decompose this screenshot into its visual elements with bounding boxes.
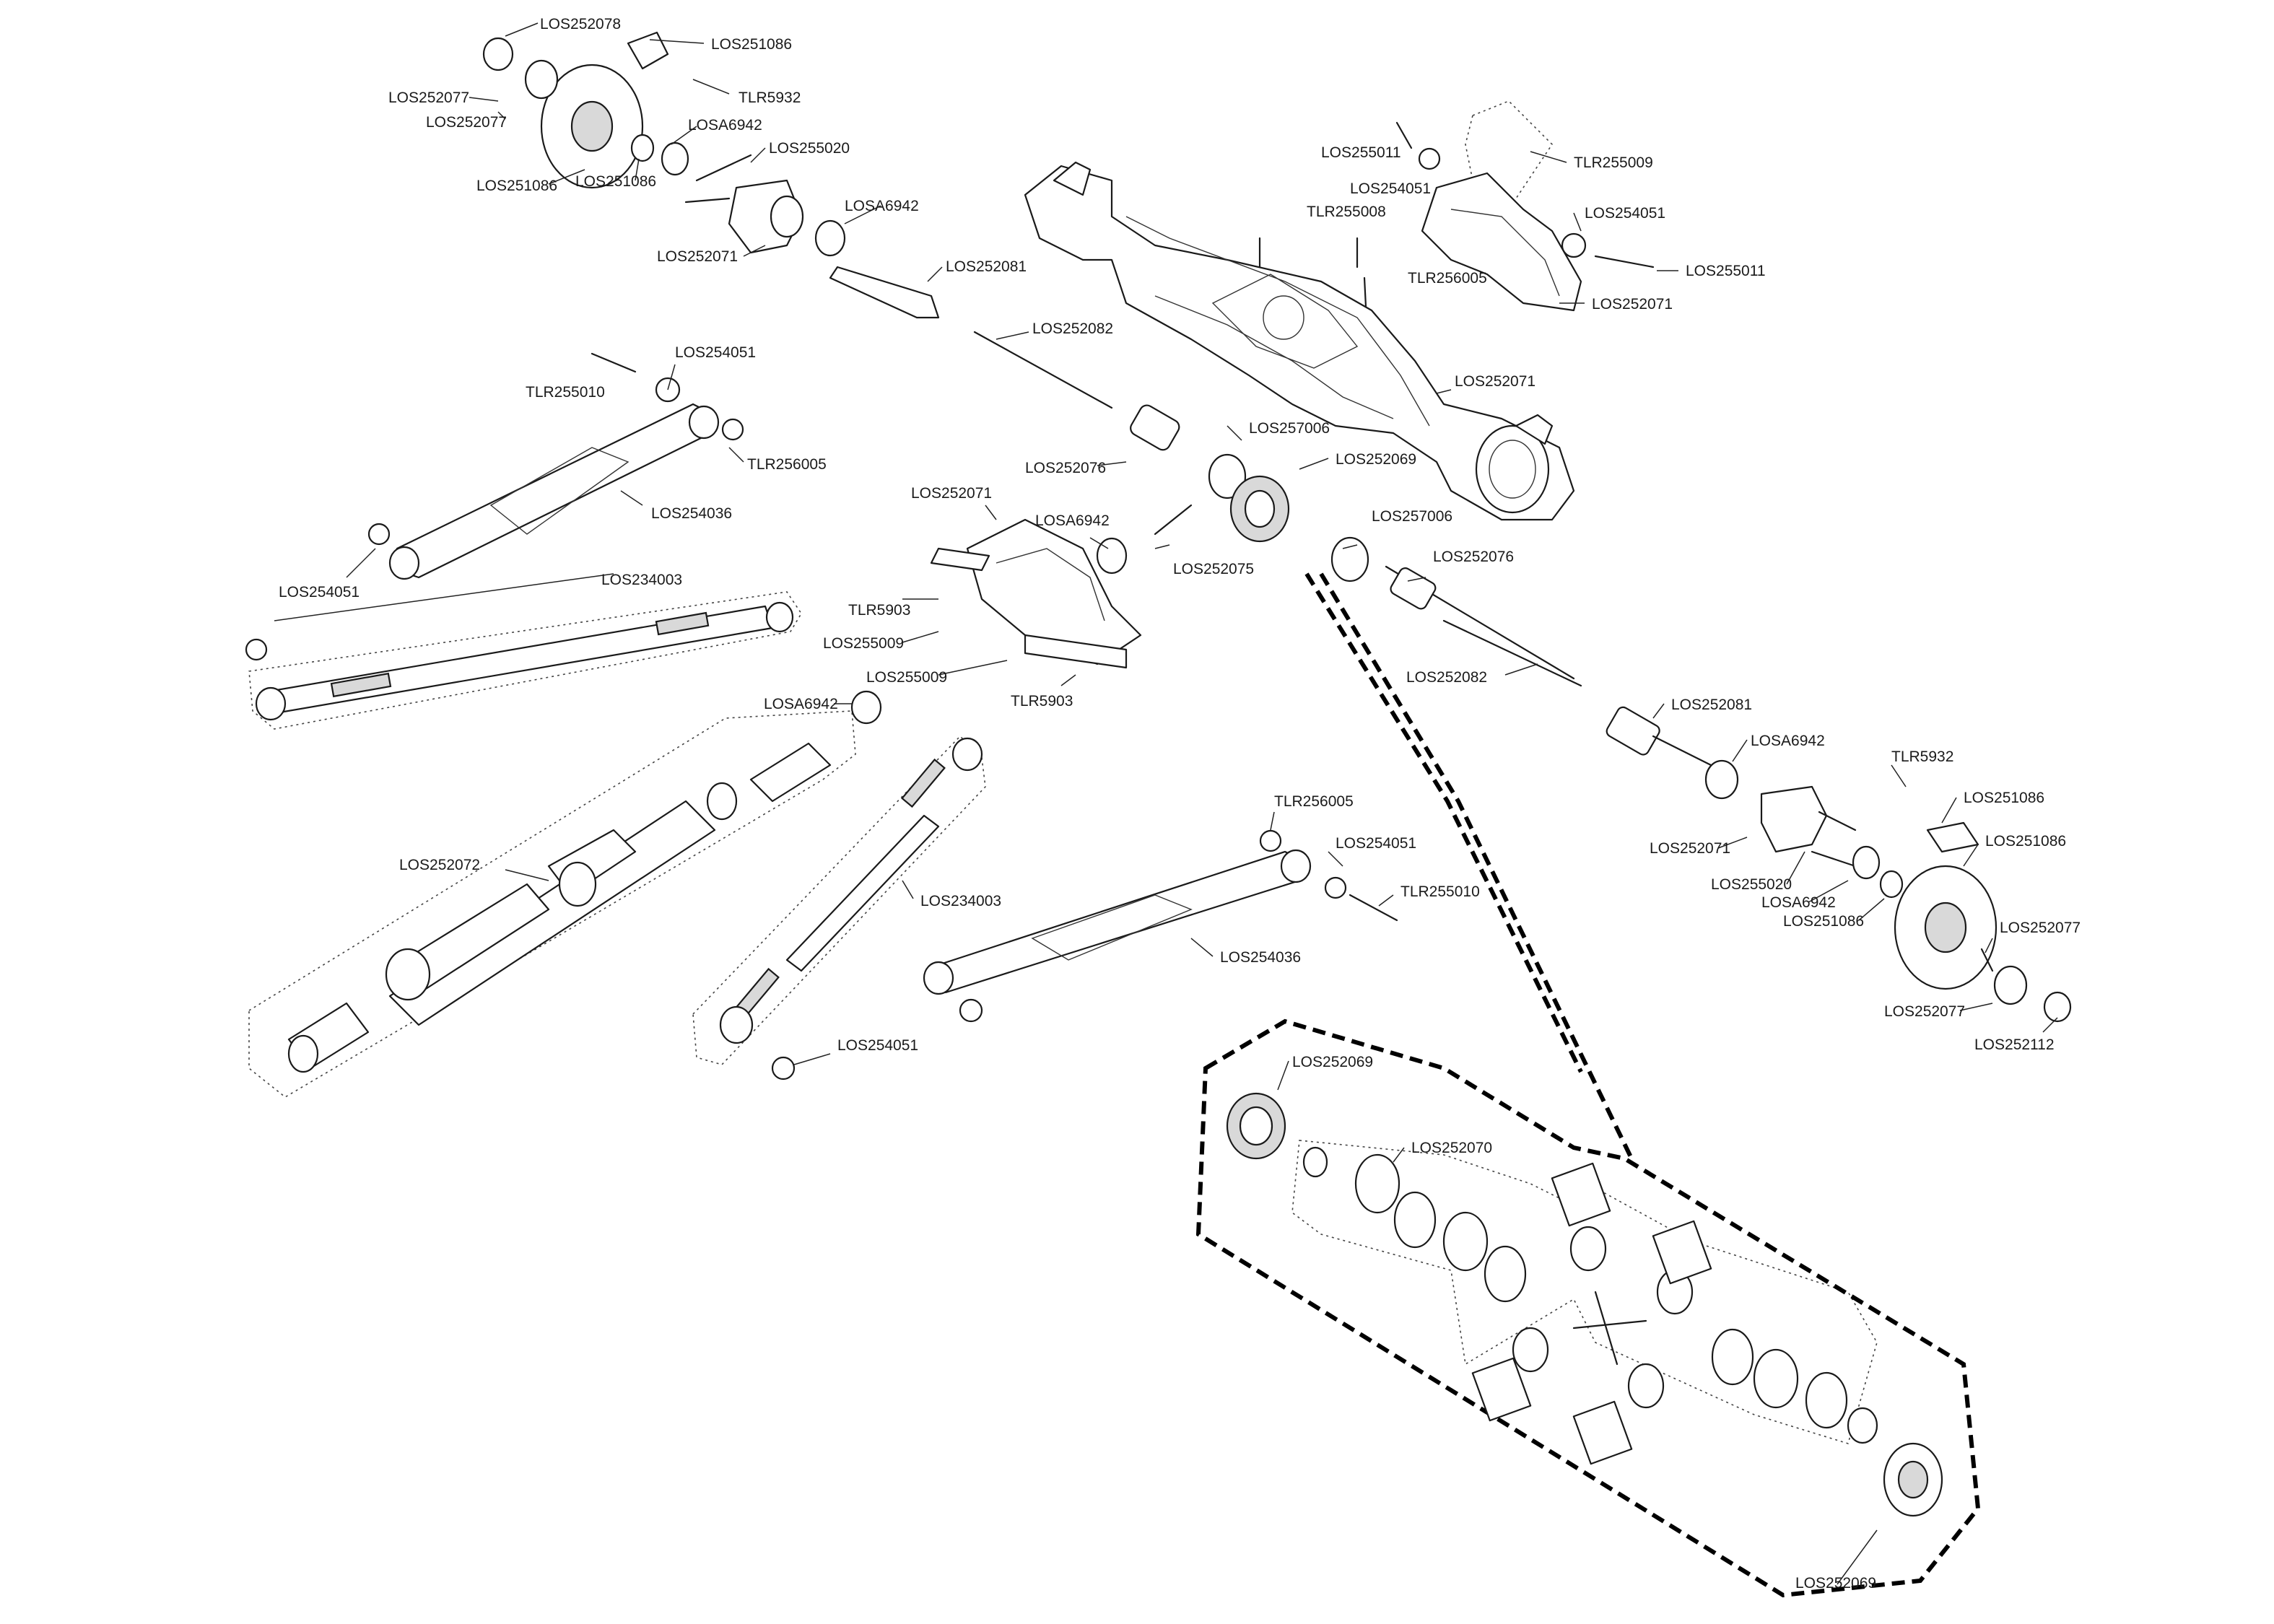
- part-label: LOS252070: [1411, 1140, 1492, 1156]
- drive-shafts: [829, 266, 1720, 770]
- lower-link-bottom: [923, 829, 1398, 995]
- lower-link-group-outline: [248, 591, 802, 730]
- part-label: LOS254036: [651, 505, 732, 522]
- part-label: LOS252081: [946, 258, 1027, 275]
- part-label: LOS251086: [575, 173, 656, 190]
- part-label: TLR256005: [1274, 793, 1354, 810]
- axle-housing: [1024, 161, 1575, 521]
- part-label: TLR5932: [1891, 748, 1953, 765]
- part-label: LOS234003: [601, 572, 682, 588]
- part-label: LOSA6942: [1761, 894, 1836, 911]
- part-label: LOS252077: [426, 114, 507, 131]
- leader-lines: [274, 22, 2058, 1585]
- driveshaft-group-outline: [248, 710, 856, 1098]
- part-label: LOS257006: [1249, 420, 1330, 437]
- part-label: LOS252076: [1025, 460, 1106, 476]
- part-label: LOS255011: [1686, 263, 1766, 279]
- part-label: LOS254051: [279, 584, 360, 601]
- part-label: LOS251086: [476, 178, 557, 194]
- part-label: LOS252082: [1032, 320, 1113, 337]
- part-label: LOS252071: [1455, 373, 1535, 390]
- part-label: LOS234003: [920, 893, 1001, 909]
- part-label: TLR255008: [1307, 204, 1386, 220]
- part-label: LOS252112: [1974, 1036, 2055, 1053]
- hub-carrier-top: [684, 154, 804, 254]
- diff-callout: [1195, 572, 1981, 1598]
- part-label: LOS255011: [1321, 144, 1401, 161]
- part-label: LOS252071: [1650, 840, 1730, 857]
- diff-callout-box: [1195, 1018, 1981, 1598]
- part-label: LOSA6942: [1751, 733, 1825, 749]
- brake-rotor-top: [482, 31, 846, 257]
- part-label: LOS254051: [1336, 835, 1416, 852]
- part-label: LOSA6942: [764, 696, 838, 712]
- upper-link: [719, 737, 983, 1081]
- upper-link-group-outline: [692, 735, 986, 1065]
- part-label: LOS252077: [388, 90, 469, 106]
- diff-callout-leader-left: [1304, 572, 1583, 1073]
- shock-tower: [1258, 121, 1655, 312]
- part-label: LOS255020: [1711, 876, 1792, 893]
- part-label: LOS254051: [837, 1037, 918, 1054]
- part-label: LOS252071: [657, 248, 738, 265]
- part-label: LOS252071: [1592, 296, 1673, 313]
- part-label: LOS252081: [1671, 697, 1752, 713]
- part-label: LOSA6942: [845, 198, 919, 214]
- part-label: LOS257006: [1372, 508, 1452, 525]
- part-label: LOS251086: [711, 36, 792, 53]
- part-label: TLR256005: [1408, 270, 1487, 287]
- part-label: LOS255020: [769, 140, 850, 157]
- part-label: TLR255009: [1574, 154, 1653, 171]
- part-label: LOS254051: [1585, 205, 1665, 222]
- part-label: LOSA6942: [688, 117, 762, 134]
- part-label: LOS252069: [1292, 1054, 1373, 1070]
- part-label: TLR255010: [526, 384, 605, 401]
- axle-housing-body: [1024, 165, 1575, 521]
- part-label: TLR5903: [848, 602, 910, 619]
- shock-tower-group-outline: [1465, 100, 1554, 211]
- diff-assembly-exploded: [1226, 1092, 1943, 1517]
- part-label: LOS252069: [1795, 1575, 1876, 1592]
- part-label: LOS252075: [1173, 561, 1254, 577]
- part-label: LOS254051: [1350, 180, 1431, 197]
- part-label: LOS251086: [1964, 790, 2044, 806]
- part-labels: LOS252078 LOS251086 LOS252077 TLR5932 LO…: [279, 16, 2081, 1592]
- diff-internals-group-outline: [1291, 1140, 1878, 1445]
- part-label: TLR5932: [739, 90, 801, 106]
- part-label: LOS252076: [1433, 549, 1514, 565]
- brake-rotor-right: [1894, 865, 2072, 1023]
- part-label: LOS254036: [1220, 949, 1301, 966]
- part-label: LOS252078: [540, 16, 621, 32]
- lower-link-top: [245, 352, 744, 661]
- part-label: LOS251086: [1783, 913, 1864, 930]
- part-label: LOS251086: [1985, 833, 2066, 850]
- part-label: TLR5903: [1011, 693, 1073, 710]
- center-mount: [930, 518, 1142, 669]
- part-label: LOS252072: [399, 857, 480, 873]
- part-label: LOS252077: [2000, 920, 2081, 936]
- part-label: LOS252077: [1884, 1003, 1965, 1020]
- group-outlines: [248, 100, 1878, 1445]
- diff-callout-leader-right: [1319, 572, 1634, 1160]
- hub-carrier-right: [1704, 759, 1979, 899]
- part-label: TLR256005: [747, 456, 827, 473]
- part-label: LOS255009: [823, 635, 904, 652]
- diff-center: [1096, 453, 1369, 582]
- part-label: LOS252082: [1406, 669, 1487, 686]
- part-label: LOS255009: [866, 669, 947, 686]
- driveshaft: [287, 690, 882, 1073]
- part-label: LOS252069: [1336, 451, 1416, 468]
- part-label: LOS254051: [675, 344, 756, 361]
- part-label: LOSA6942: [1035, 512, 1110, 529]
- part-label: TLR255010: [1400, 883, 1480, 900]
- part-label: LOS252071: [911, 485, 992, 502]
- tie-rod-link: [255, 601, 794, 721]
